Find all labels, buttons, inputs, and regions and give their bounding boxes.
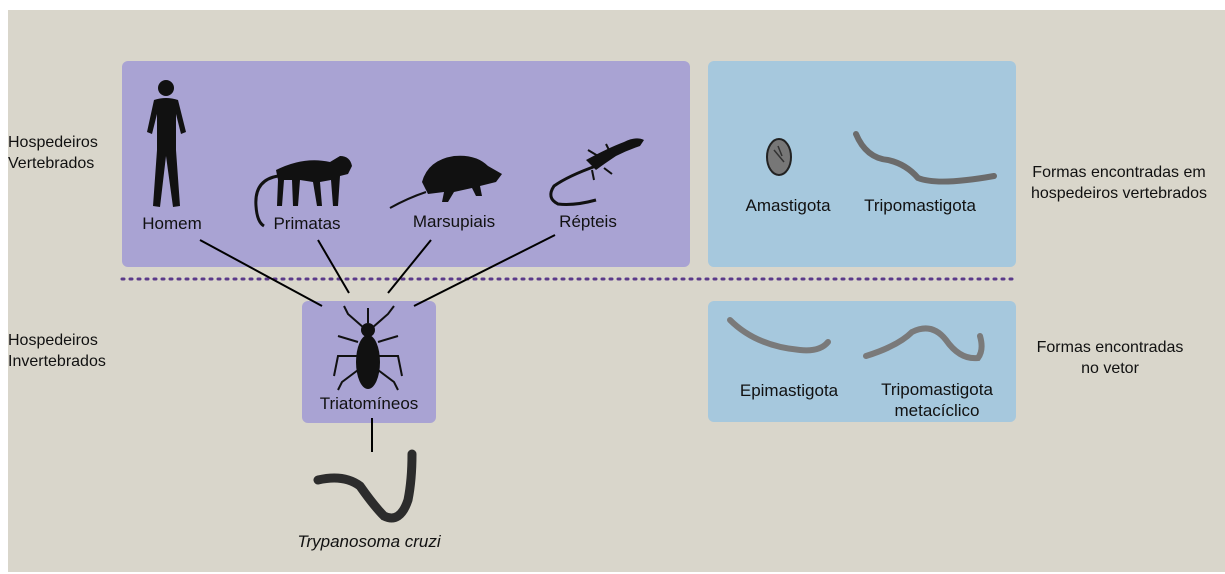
vertebrate-hosts-label: Hospedeiros Vertebrados [8, 132, 98, 174]
trypanosoma-cruzi-icon [318, 454, 412, 518]
epimastigota-label: Epimastigota [740, 381, 838, 401]
link-primatas [318, 240, 349, 293]
host-marsupiais-label: Marsupiais [413, 212, 495, 232]
lizard-icon [551, 138, 644, 204]
forms-vertebrate-label: Formas encontradas em hospedeiros verteb… [1021, 162, 1217, 204]
amastigota-label: Amastigota [745, 196, 830, 216]
invertebrate-hosts-label: Hospedeiros Invertebrados [8, 330, 106, 372]
metacyclic-trypomastigote-icon [866, 328, 982, 358]
host-repteis-label: Répteis [559, 212, 617, 232]
amastigote-icon [767, 139, 791, 175]
host-primatas-label: Primatas [273, 214, 340, 234]
tripomastigota-metaciclico-label: Tripomastigota metacíclico [881, 379, 993, 421]
diagram-canvas: Hospedeiros Vertebrados Hospedeiros Inve… [8, 10, 1225, 572]
diagram-graphics [8, 10, 1225, 572]
epimastigote-icon [730, 320, 828, 350]
link-homem [200, 240, 322, 306]
tripomastigota-label: Tripomastigota [864, 196, 976, 216]
link-repteis [414, 235, 555, 306]
trypomastigote-icon [856, 134, 994, 182]
triatomine-bug-icon [334, 306, 402, 390]
opossum-icon [390, 156, 502, 208]
human-icon [147, 80, 186, 207]
link-marsupiais [388, 240, 431, 293]
trypanosoma-cruzi-label: Trypanosoma cruzi [297, 532, 440, 552]
forms-vector-label: Formas encontradas no vetor [1025, 337, 1195, 379]
triatomine-label: Triatomíneos [320, 394, 419, 414]
host-homem-label: Homem [142, 214, 202, 234]
